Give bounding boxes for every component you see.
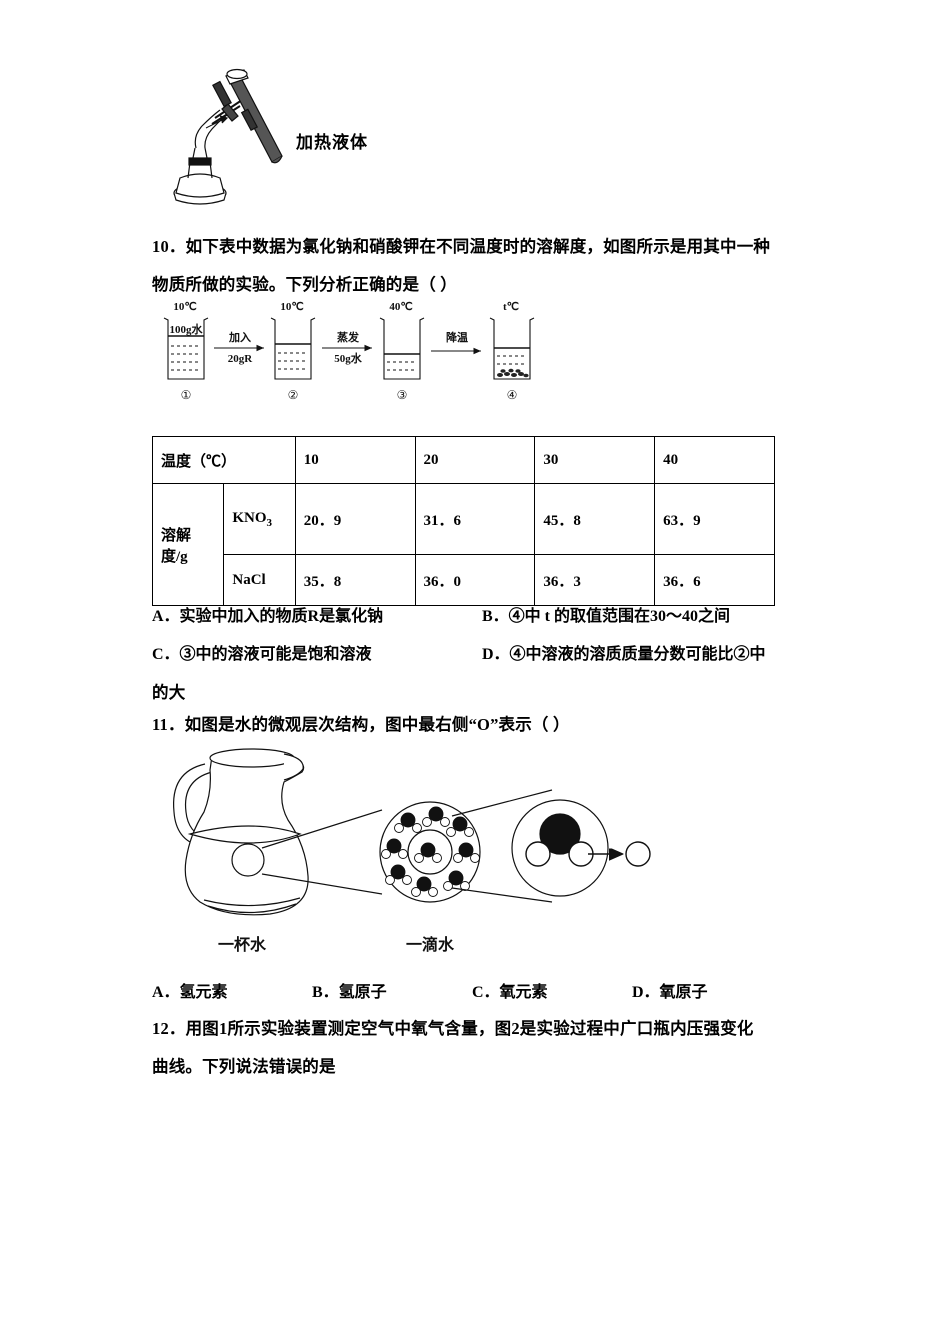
question-11-stem: 11．如图是水的微观层次结构，图中最右侧“O”表示（ ） [152, 706, 792, 744]
table-cell-temp-2: 30 [534, 436, 656, 484]
option-row-11: A．氢元素 B．氢原子 C．氧元素 D．氧原子 [152, 974, 792, 1012]
question-12-line-1: 12．用图1所示实验装置测定空气中氧气含量，图2是实验过程中广口瓶内压强变化 [152, 1019, 754, 1038]
table-cell-kno3-0: 20．9 [294, 483, 416, 555]
table-header-solubility: 溶解度/g [151, 483, 225, 606]
svg-text:40℃: 40℃ [389, 301, 412, 313]
table-cell-nacl-0: 35．8 [294, 554, 416, 606]
question-11-options: A．氢元素 B．氢原子 C．氧元素 D．氧原子 [152, 974, 792, 1012]
svg-text:蒸发: 蒸发 [337, 330, 360, 344]
option-10-d-continuation: 的大 [152, 683, 186, 702]
beaker-experiment-diagram: 10℃ 100g水 ① 加入 20gR 10℃ ② [152, 296, 552, 411]
question-10-stem: 10．如下表中数据为氯化钠和硝酸钾在不同温度时的溶解度，如图所示是用其中一种 物… [152, 228, 792, 304]
svg-text:加入: 加入 [228, 330, 251, 344]
svg-text:③: ③ [397, 388, 408, 402]
table-cell-kno3-3: 63．9 [654, 483, 775, 555]
question-11-line-1: 11．如图是水的微观层次结构，图中最右侧“O”表示（ ） [152, 715, 570, 734]
option-row-ab: A．实验中加入的物质R是氯化钠 B．④中 t 的取值范围在30～40之间 [152, 598, 792, 636]
option-10-b[interactable]: B．④中 t 的取值范围在30～40之间 [482, 608, 731, 625]
table-row-kno3: 溶解度/g KNO3 20．9 31．6 45．8 63．9 [151, 483, 775, 606]
table-cell-temp-1: 20 [414, 436, 536, 484]
table-cell-nacl-3: 36．6 [654, 554, 775, 606]
question-10-line-1: 10．如下表中数据为氯化钠和硝酸钾在不同温度时的溶解度，如图所示是用其中一种 [152, 237, 771, 256]
svg-text:50g水: 50g水 [334, 351, 363, 365]
table-cell-kno3-2: 45．8 [534, 483, 656, 555]
question-12-line-2: 曲线。下列说法错误的是 [152, 1057, 336, 1076]
table-cell-nacl-1: 36．0 [414, 554, 536, 606]
question-12-stem: 12．用图1所示实验装置测定空气中氧气含量，图2是实验过程中广口瓶内压强变化 曲… [152, 1010, 792, 1086]
table-cell-nacl-2: 36．3 [534, 554, 656, 606]
solubility-table-wrapper: 温度（℃） 10 20 30 40 溶解度/g KNO3 20．9 31．6 4… [151, 436, 775, 606]
question-10-options: A．实验中加入的物质R是氯化钠 B．④中 t 的取值范围在30～40之间 C．③… [152, 598, 792, 712]
option-11-b[interactable]: B．氢原子 [312, 984, 387, 1001]
svg-text:降温: 降温 [446, 330, 468, 344]
substance-name-kno3: KNO [232, 509, 267, 526]
caption-drop-of-water: 一滴水 [406, 935, 455, 954]
table-row-temperature-header: 温度（℃） 10 20 30 40 [152, 436, 775, 484]
svg-text:10℃: 10℃ [173, 301, 196, 313]
table-cell-kno3-1: 31．6 [414, 483, 536, 555]
table-cell-temp-0: 10 [294, 436, 416, 484]
svg-text:④: ④ [507, 388, 518, 402]
svg-text:t℃: t℃ [503, 301, 519, 313]
table-cell-substance-kno3: KNO3 [223, 483, 296, 555]
option-row-cd: C．③中的溶液可能是饱和溶液 D．④中溶液的溶质质量分数可能比②中 [152, 636, 792, 674]
svg-text:20gR: 20gR [228, 353, 254, 365]
question-10-line-2: 物质所做的实验。下列分析正确的是（ ） [152, 275, 457, 294]
option-11-d[interactable]: D．氧原子 [632, 984, 708, 1001]
substance-subscript-kno3: 3 [266, 516, 273, 529]
option-10-c[interactable]: C．③中的溶液可能是饱和溶液 [152, 646, 372, 663]
solubility-table: 温度（℃） 10 20 30 40 溶解度/g KNO3 20．9 31．6 4… [151, 436, 775, 606]
heating-liquid-label: 加热液体 [296, 133, 368, 152]
table-row-nacl: NaCl 35．8 36．0 36．3 36．6 [153, 554, 775, 606]
table-cell-temp-3: 40 [654, 436, 775, 484]
water-structure-diagram: 一杯水 一滴水 [160, 742, 660, 974]
option-11-c[interactable]: C．氧元素 [472, 984, 548, 1001]
svg-text:②: ② [288, 388, 299, 402]
caption-cup-of-water: 一杯水 [218, 935, 267, 954]
option-11-a[interactable]: A．氢元素 [152, 984, 228, 1001]
svg-text:100g水: 100g水 [170, 322, 204, 336]
svg-text:10℃: 10℃ [280, 301, 303, 313]
alcohol-lamp-test-tube-icon [160, 66, 310, 211]
option-10-a[interactable]: A．实验中加入的物质R是氯化钠 [152, 608, 384, 625]
option-10-d[interactable]: D．④中溶液的溶质质量分数可能比②中 [482, 646, 766, 663]
table-header-temperature: 温度（℃） [152, 436, 296, 484]
table-cell-substance-nacl: NaCl [223, 554, 296, 606]
svg-text:①: ① [181, 388, 192, 402]
